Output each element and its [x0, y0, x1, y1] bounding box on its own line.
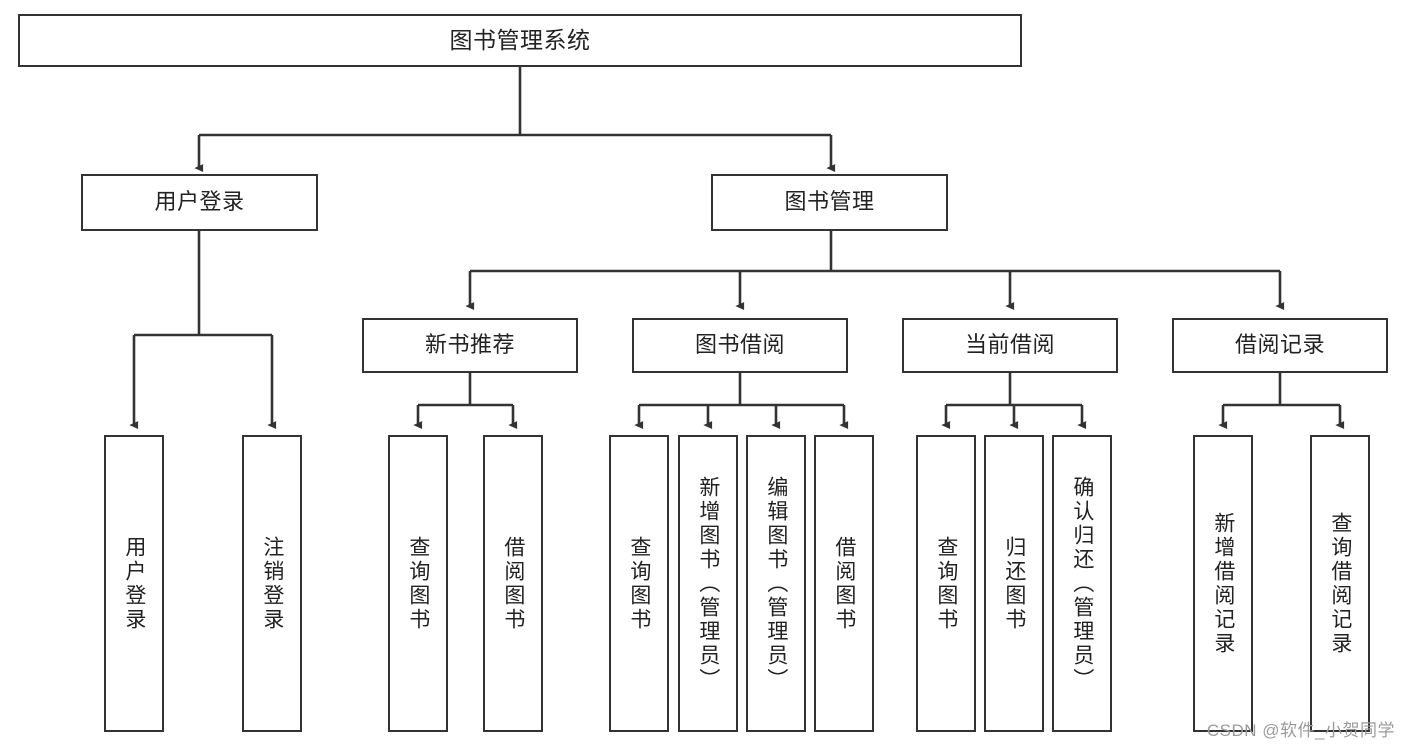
- leaf-borrow-book-borrowing[interactable]: 借阅图书: [814, 435, 874, 732]
- leaf-user-login[interactable]: 用户登录: [104, 435, 164, 732]
- node-user-login[interactable]: 用户登录: [81, 174, 318, 231]
- leaf-edit-book-admin[interactable]: 编辑图书（管理员）: [746, 435, 806, 732]
- node-label: 借阅图书: [501, 535, 525, 632]
- node-label: 确认归还（管理员）: [1070, 475, 1094, 692]
- leaf-query-book-current[interactable]: 查询图书: [916, 435, 976, 732]
- watermark-text: CSDN @软件_小贺同学: [1206, 721, 1395, 740]
- node-label: 查询图书: [406, 535, 430, 632]
- leaf-logout[interactable]: 注销登录: [242, 435, 302, 732]
- node-label: 借阅图书: [832, 535, 856, 632]
- node-borrowing-record[interactable]: 借阅记录: [1172, 318, 1388, 373]
- node-current-borrowing[interactable]: 当前借阅: [902, 318, 1118, 373]
- node-book-management[interactable]: 图书管理: [711, 174, 948, 231]
- node-label: 查询图书: [934, 535, 958, 632]
- node-label: 当前借阅: [964, 332, 1055, 358]
- node-book-borrowing[interactable]: 图书借阅: [632, 318, 848, 373]
- node-root-book-management-system[interactable]: 图书管理系统: [18, 14, 1022, 67]
- node-label: 新书推荐: [424, 332, 515, 358]
- node-label: 新增借阅记录: [1211, 511, 1235, 656]
- node-label: 查询图书: [627, 535, 651, 632]
- node-label: 新增图书（管理员）: [696, 475, 720, 692]
- leaf-query-borrowing-record[interactable]: 查询借阅记录: [1310, 435, 1370, 732]
- node-label: 归还图书: [1002, 535, 1026, 632]
- leaf-confirm-return-admin[interactable]: 确认归还（管理员）: [1052, 435, 1112, 732]
- node-new-book-recommendation[interactable]: 新书推荐: [362, 318, 578, 373]
- leaf-return-book[interactable]: 归还图书: [984, 435, 1044, 732]
- leaf-borrow-book-newbook[interactable]: 借阅图书: [483, 435, 543, 732]
- node-label: 图书管理系统: [449, 26, 591, 53]
- node-label: 图书管理: [784, 189, 875, 215]
- node-label: 编辑图书（管理员）: [764, 475, 788, 692]
- node-label: 查询借阅记录: [1328, 511, 1352, 656]
- leaf-add-borrowing-record[interactable]: 新增借阅记录: [1193, 435, 1253, 732]
- node-label: 用户登录: [154, 189, 245, 215]
- node-label: 注销登录: [260, 535, 284, 632]
- node-label: 图书借阅: [694, 332, 785, 358]
- leaf-add-book-admin[interactable]: 新增图书（管理员）: [678, 435, 738, 732]
- node-label: 借阅记录: [1234, 332, 1325, 358]
- node-label: 用户登录: [122, 535, 146, 632]
- leaf-query-book-borrowing[interactable]: 查询图书: [609, 435, 669, 732]
- leaf-query-book-newbook[interactable]: 查询图书: [388, 435, 448, 732]
